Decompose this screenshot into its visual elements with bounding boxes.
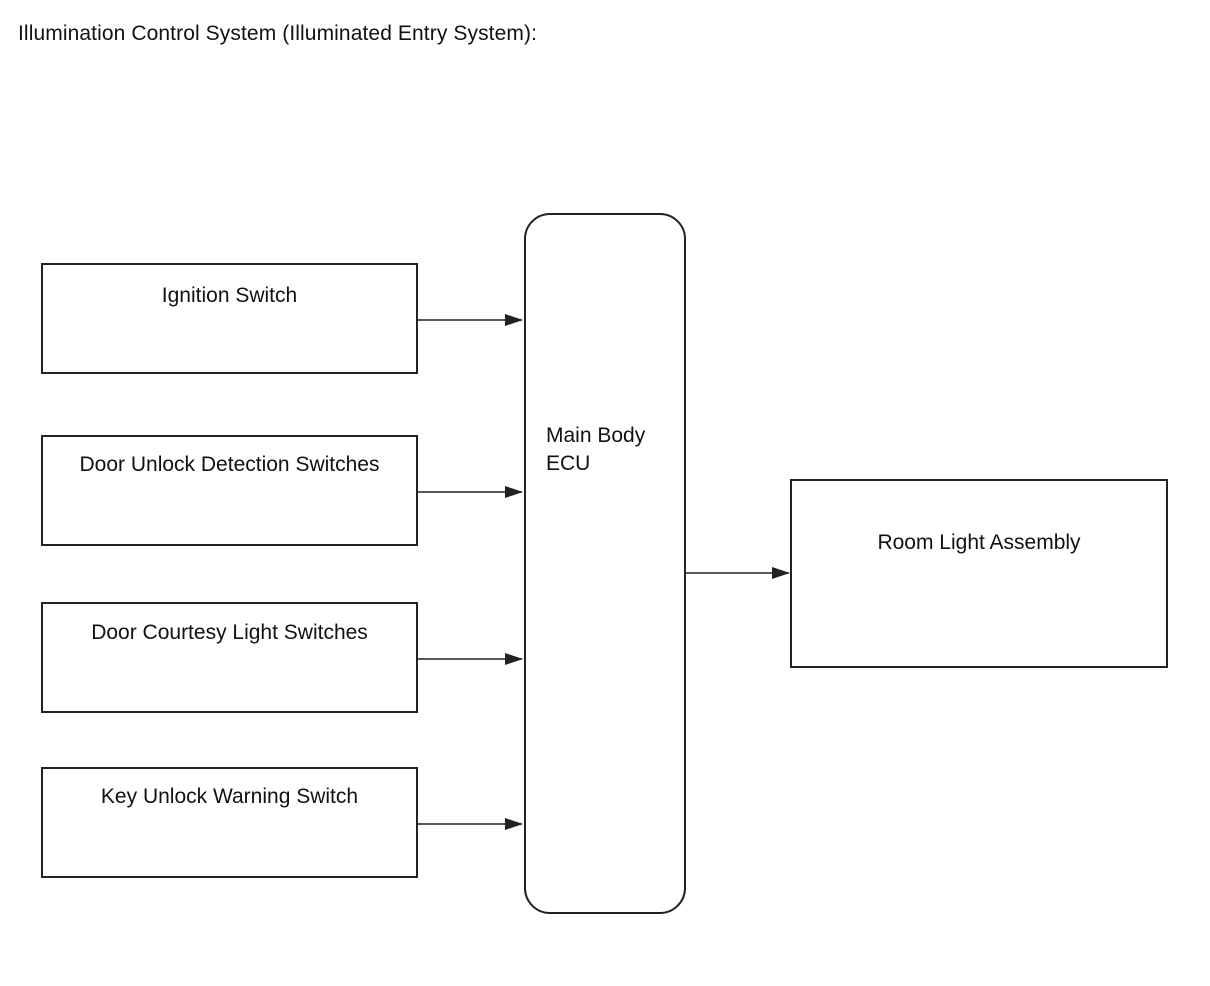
room-light-assembly-box: Room Light Assembly <box>790 479 1168 668</box>
door-courtesy-light-switches-box: Door Courtesy Light Switches <box>41 602 418 713</box>
door-unlock-detection-switches-label: Door Unlock Detection Switches <box>79 453 380 476</box>
ignition-switch-label: Ignition Switch <box>161 284 298 307</box>
room-light-assembly-label: Room Light Assembly <box>877 531 1081 554</box>
main-body-ecu-box: Main Body ECU <box>524 213 686 914</box>
main-body-ecu-label: Main Body ECU <box>546 424 646 475</box>
door-courtesy-light-switches-label: Door Courtesy Light Switches <box>91 621 368 644</box>
key-unlock-warning-switch-label: Key Unlock Warning Switch <box>100 785 359 808</box>
door-unlock-detection-switches-box: Door Unlock Detection Switches <box>41 435 418 546</box>
diagram-title: Illumination Control System (Illuminated… <box>18 22 538 45</box>
ignition-switch-box: Ignition Switch <box>41 263 418 374</box>
key-unlock-warning-switch-box: Key Unlock Warning Switch <box>41 767 418 878</box>
